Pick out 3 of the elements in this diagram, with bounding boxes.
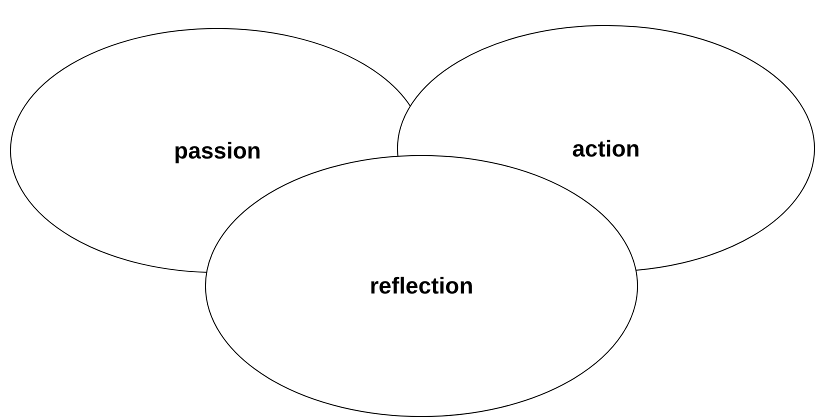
circle-label: action [571, 135, 641, 162]
circle-label: reflection [368, 272, 474, 300]
circle-label: passion [173, 137, 262, 164]
